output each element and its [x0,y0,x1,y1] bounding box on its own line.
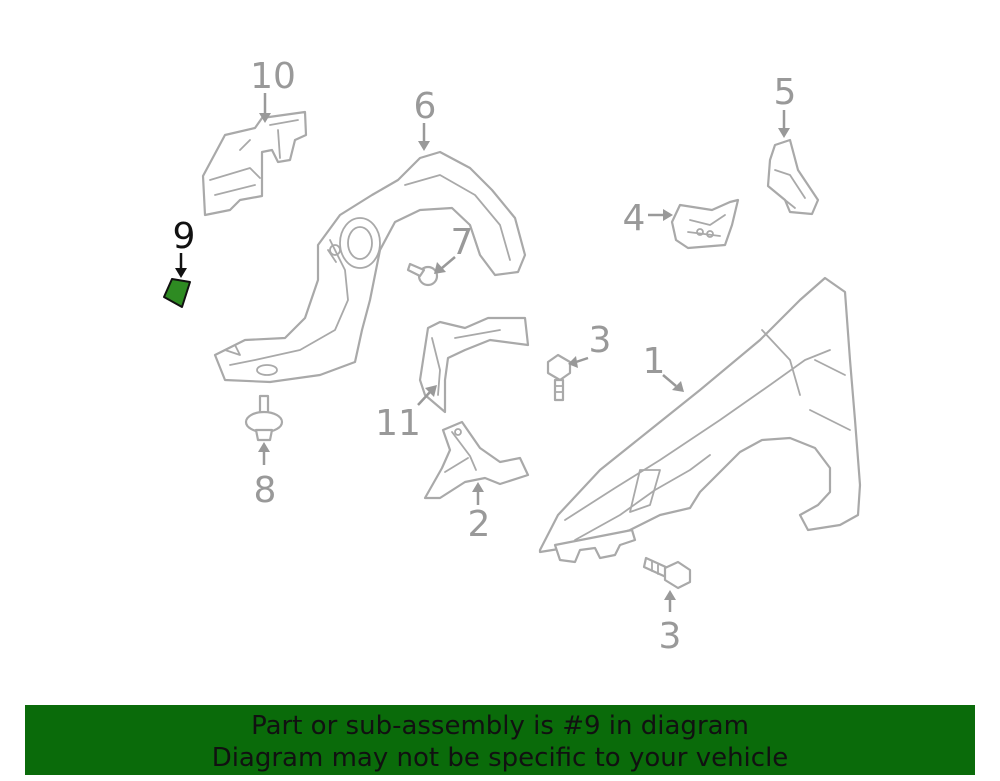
callout-c7[interactable]: 7 [451,222,474,263]
part-8-push-clip[interactable] [244,394,284,442]
banner-line-1: Part or sub-assembly is #9 in diagram [251,711,749,741]
banner-line-2: Diagram may not be specific to your vehi… [211,743,789,773]
part-3-bolt-lower[interactable] [642,556,692,590]
callout-c3b[interactable]: 3 [659,616,682,657]
callout-c2[interactable]: 2 [468,504,491,545]
callout-c1[interactable]: 1 [643,341,666,382]
part-1-fender[interactable] [538,276,862,564]
part-9-highlighted[interactable] [163,278,191,308]
part-3-bolt-upper[interactable] [546,353,572,402]
callout-c9[interactable]: 9 [173,216,196,257]
part-2-bracket[interactable] [423,420,530,500]
leader-lines [175,93,790,612]
part-11-bracket[interactable] [418,316,530,414]
part-4-bracket[interactable] [670,198,740,250]
part-10-bracket[interactable] [201,110,308,217]
part-5-bracket[interactable] [766,138,820,216]
info-banner: Part or sub-assembly is #9 in diagram Di… [25,705,975,775]
part-7-clip[interactable] [406,262,439,287]
callout-c10[interactable]: 10 [250,56,296,97]
callout-c6[interactable]: 6 [414,86,437,127]
callout-c5[interactable]: 5 [774,72,797,113]
callout-c8[interactable]: 8 [254,470,277,511]
callout-c4[interactable]: 4 [623,198,646,239]
callout-c3a[interactable]: 3 [589,320,612,361]
part-6-fender-liner[interactable] [213,150,527,384]
callout-c11[interactable]: 11 [375,403,421,444]
